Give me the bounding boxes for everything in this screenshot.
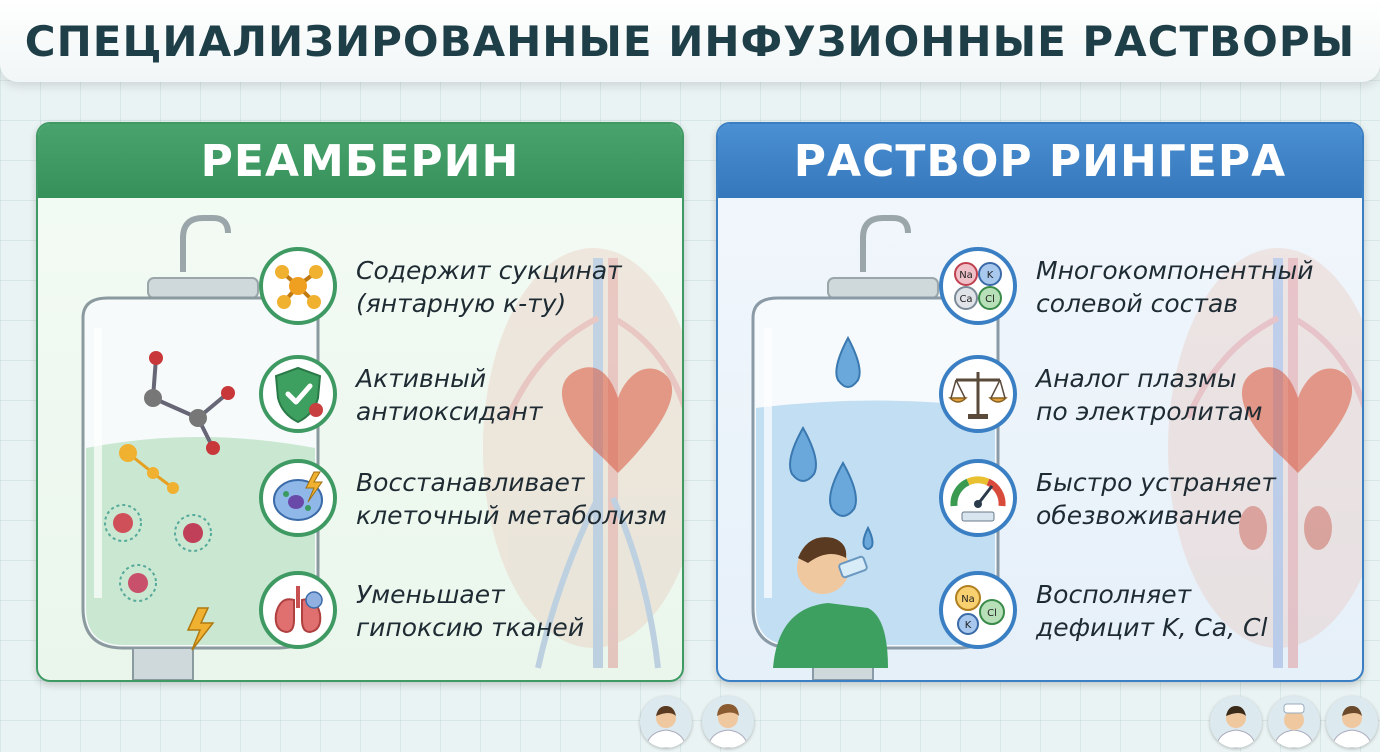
feature-line: (янтарную к-ту) bbox=[356, 289, 567, 318]
nurse-icon bbox=[1273, 703, 1315, 748]
sodium-label: Na bbox=[961, 594, 975, 605]
doctor-avatar bbox=[640, 696, 692, 748]
feature-line: гипоксию тканей bbox=[356, 613, 585, 642]
ringer-panel: РАСТВОР РИНГЕРА bbox=[716, 122, 1364, 682]
shield-check-icon bbox=[259, 355, 337, 433]
ringer-feature-4: Na Cl K Восполняет дефицит K, Ca, Cl bbox=[938, 570, 1358, 670]
reamberin-feature-3-text: Восстанавливает клеточный метаболизм bbox=[356, 466, 676, 532]
reamberin-feature-2-text: Активный антиоксидант bbox=[356, 362, 676, 428]
doctor-avatar bbox=[1326, 696, 1378, 748]
reamberin-feature-4: Уменьшает гипоксию тканей bbox=[258, 570, 678, 670]
kidneys-illustration bbox=[1239, 506, 1332, 550]
heart-illustration bbox=[1241, 367, 1353, 473]
feature-line: Восполняет bbox=[1036, 580, 1192, 609]
reamberin-feature-3: Восстанавливает клеточный метаболизм bbox=[258, 458, 678, 558]
ringer-feature-1: Na K Ca Cl Многокомпонентный солевой сос… bbox=[938, 246, 1358, 346]
feature-line: антиоксидант bbox=[356, 397, 543, 426]
feature-line: Быстро устраняет bbox=[1036, 468, 1276, 497]
feature-line: обезвоживание bbox=[1036, 501, 1243, 530]
doctor-avatar bbox=[702, 696, 754, 748]
water-drops-illustration bbox=[789, 335, 874, 550]
feature-line: клеточный метаболизм bbox=[356, 501, 667, 530]
chloride-label: Cl bbox=[985, 294, 995, 305]
ringer-heading: РАСТВОР РИНГЕРА bbox=[718, 124, 1362, 198]
feature-line: по электролитам bbox=[1036, 397, 1263, 426]
sodium-label: Na bbox=[959, 270, 973, 281]
reamberin-feature-1-text: Содержит сукцинат (янтарную к-ту) bbox=[356, 254, 676, 320]
doctor-avatar bbox=[1210, 696, 1262, 748]
feature-line: Активный bbox=[356, 364, 487, 393]
reamberin-feature-1: Содержит сукцинат (янтарную к-ту) bbox=[258, 246, 678, 346]
feature-line: дефицит K, Ca, Cl bbox=[1036, 613, 1268, 642]
heart-illustration bbox=[561, 367, 673, 473]
chloride-label: Cl bbox=[987, 608, 997, 619]
title-bar: СПЕЦИАЛИЗИРОВАННЫЕ ИНФУЗИОННЫЕ РАСТВОРЫ bbox=[0, 0, 1380, 82]
calcium-label: Ca bbox=[959, 294, 972, 305]
feature-line: Уменьшает bbox=[356, 580, 505, 609]
ringer-feature-3-text: Быстро устраняет обезвоживание bbox=[1036, 466, 1356, 532]
reamberin-heading: РЕАМБЕРИН bbox=[38, 124, 682, 198]
molecule-icon bbox=[259, 247, 337, 325]
cells-illustration bbox=[104, 504, 215, 651]
lungs-icon bbox=[259, 571, 337, 649]
reamberin-iv-bag-illustration bbox=[81, 215, 682, 680]
succinate-molecule-illustration bbox=[119, 351, 235, 494]
feature-line: Многокомпонентный bbox=[1036, 256, 1314, 285]
doctor-icon bbox=[1215, 706, 1257, 748]
potassium-label: K bbox=[965, 620, 972, 631]
cell-lightning-icon bbox=[259, 459, 337, 537]
scales-icon bbox=[939, 355, 1017, 433]
feature-line: Восстанавливает bbox=[356, 468, 585, 497]
nurse-avatar bbox=[1268, 696, 1320, 748]
ringer-feature-2: Аналог плазмы по электролитам bbox=[938, 354, 1358, 454]
gauge-icon bbox=[939, 459, 1017, 537]
ringer-iv-bag-illustration bbox=[751, 215, 1362, 680]
page-title: СПЕЦИАЛИЗИРОВАННЫЕ ИНФУЗИОННЫЕ РАСТВОРЫ bbox=[24, 17, 1356, 66]
feature-line: солевой состав bbox=[1036, 289, 1239, 318]
electrolytes-icon: Na K Ca Cl bbox=[939, 247, 1017, 325]
feature-line: Аналог плазмы bbox=[1036, 364, 1237, 393]
ringer-feature-2-text: Аналог плазмы по электролитам bbox=[1036, 362, 1356, 428]
reamberin-feature-2: Активный антиоксидант bbox=[258, 354, 678, 454]
feature-line: Содержит сукцинат bbox=[356, 256, 622, 285]
doctor-icon bbox=[1331, 706, 1373, 748]
ions-icon: Na Cl K bbox=[939, 571, 1017, 649]
ringer-feature-1-text: Многокомпонентный солевой состав bbox=[1036, 254, 1356, 320]
drinking-person-illustration bbox=[773, 537, 888, 668]
doctor-icon bbox=[645, 706, 687, 748]
ringer-feature-4-text: Восполняет дефицит K, Ca, Cl bbox=[1036, 578, 1356, 644]
potassium-label: K bbox=[987, 270, 994, 281]
doctor-icon bbox=[707, 704, 749, 748]
reamberin-feature-4-text: Уменьшает гипоксию тканей bbox=[356, 578, 676, 644]
reamberin-panel: РЕАМБЕРИН bbox=[36, 122, 684, 682]
ringer-feature-3: Быстро устраняет обезвоживание bbox=[938, 458, 1358, 558]
